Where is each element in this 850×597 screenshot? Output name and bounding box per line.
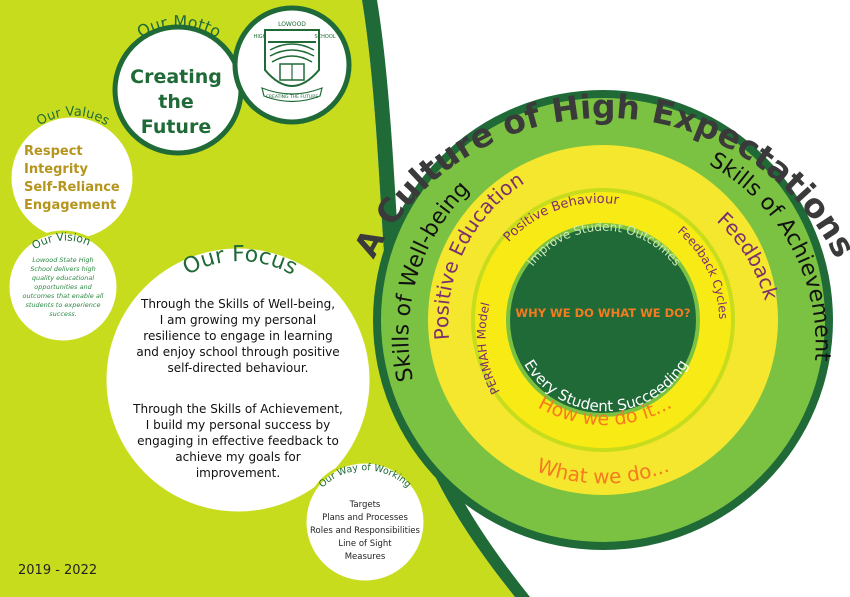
vision-line-7: success. [49,310,77,318]
crest-right-text: SCHOOL [314,34,335,40]
value-integrity: Integrity [24,162,89,177]
focus-p2-line-5: improvement. [196,466,280,480]
vision-line-4: opportunities and [34,283,92,291]
vision-line-2: School delivers high [30,265,96,273]
crest-circle: LOWOOD HIGH SCHOOL CREATING THE FUTURE [232,5,352,125]
value-respect: Respect [24,144,83,159]
wow-measures: Measures [345,552,386,562]
focus-p2-line-2: I build my personal success by [146,418,330,432]
vision-line-3: quality educational [32,274,95,282]
crest-top-text: LOWOOD [278,21,306,28]
motto-circle: Our Motto Creating the Future [112,12,244,156]
focus-p2-line-1: Through the Skills of Achievement, [132,402,343,416]
vision-line-5: outcomes that enable all [23,292,104,300]
motto-line-3: Future [141,116,211,138]
focus-circle: Our Focus Through the Skills of Well-bei… [103,242,373,515]
value-engagement: Engagement [24,198,116,213]
wow-roles: Roles and Responsibilities [310,526,420,536]
motto-line-1: Creating [130,66,222,88]
motto-line-2: the [158,91,194,113]
school-crest-emblem: LOWOOD HIGH SCHOOL CREATING THE FUTURE [254,21,336,103]
focus-p2-line-4: achieve my goals for [175,450,300,464]
focus-p2-line-3: engaging in effective feedback to [137,434,339,448]
focus-p1-line-4: and enjoy school through positive [136,345,339,359]
wow-plans: Plans and Processes [322,513,408,523]
crest-ribbon-text: CREATING THE FUTURE [266,94,319,100]
value-self-reliance: Self-Reliance [24,180,120,195]
focus-p1-line-1: Through the Skills of Well-being, [140,297,335,311]
wow-line-of-sight: Line of Sight [338,539,392,549]
vision-line-6: students to experience [25,301,100,309]
focus-p1-line-5: self-directed behaviour. [168,361,309,375]
way-of-working-circle: Our Way of Working Targets Plans and Pro… [303,460,427,584]
vision-line-1: Lowood State High [32,256,93,264]
focus-p1-line-2: I am growing my personal [160,313,316,327]
wow-targets: Targets [349,500,381,510]
years-label: 2019 - 2022 [18,563,97,578]
crest-left-text: HIGH [254,34,267,40]
focus-p1-line-3: resilience to engage in learning [143,329,332,343]
vision-circle: Our Vision Lowood State High School deli… [6,230,120,344]
why-we-do-label: WHY WE DO WHAT WE DO? [515,306,690,320]
core-circle [506,223,700,417]
